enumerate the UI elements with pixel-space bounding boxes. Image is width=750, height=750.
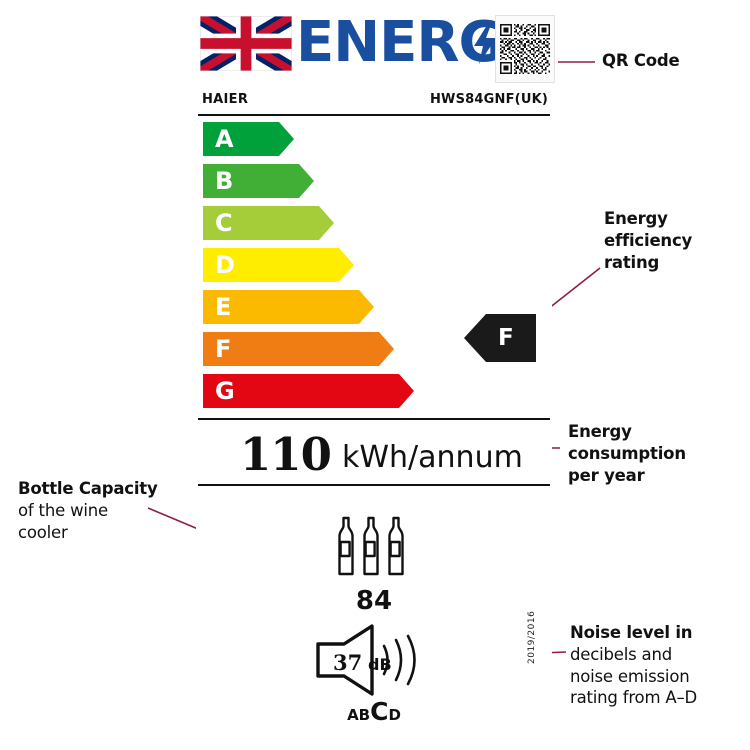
annotation-efficiency-line3: rating xyxy=(604,252,660,272)
noise-value: 37 xyxy=(333,650,363,675)
scale-bar-f: F xyxy=(203,332,394,366)
scale-letter-b: B xyxy=(215,167,234,195)
scale-letter-a: A xyxy=(215,125,234,153)
energy-class-scale: A B C D E F xyxy=(196,122,552,408)
wine-bottles-icon xyxy=(338,516,404,576)
annotation-noise-line1: Noise level in xyxy=(570,623,693,642)
annotation-efficiency-line1: Energy xyxy=(604,209,668,228)
divider-above-consumption xyxy=(198,418,550,420)
speaker-icon xyxy=(316,624,416,696)
annotation-noise-line4: rating from A–D xyxy=(570,688,698,708)
annotation-capacity-line2: of the wine xyxy=(18,500,108,520)
brand-name: HAIER xyxy=(202,92,249,107)
annotation-noise-line2: decibels and xyxy=(570,644,672,664)
annotation-energy-efficiency: Energy efficiency rating xyxy=(604,208,692,273)
lightning-bolt-icon xyxy=(474,22,496,64)
scale-bar-a: A xyxy=(203,122,294,156)
scale-bar-d: D xyxy=(203,248,354,282)
noise-class-scale: ABCD xyxy=(196,697,552,726)
annotation-consumption-line3: per year xyxy=(568,465,645,485)
scale-letter-f: F xyxy=(215,335,232,363)
bottle-capacity-block: 84 xyxy=(196,512,552,620)
scale-bar-e: E xyxy=(203,290,374,324)
qr-code-icon[interactable] xyxy=(495,15,555,83)
consumption-unit: kWh/annum xyxy=(342,440,523,475)
energy-rating-letter: F xyxy=(498,325,514,351)
label-header: ENERG xyxy=(196,10,555,83)
annotation-noise-line3: noise emission xyxy=(570,666,690,686)
energy-consumption-block: 110 kWh/annum xyxy=(196,418,552,490)
annotation-noise-level: Noise level in decibels and noise emissi… xyxy=(570,622,697,709)
scale-bar-c: C xyxy=(203,206,334,240)
brand-row: HAIER HWS84GNF(UK) xyxy=(198,92,550,114)
annotation-efficiency-line2: efficiency xyxy=(604,230,693,250)
consumption-value: 110 xyxy=(240,428,332,481)
model-name: HWS84GNF(UK) xyxy=(429,92,548,107)
noise-unit: dB xyxy=(368,655,392,674)
uk-flag-icon xyxy=(200,16,292,71)
noise-class-suffix: D xyxy=(388,706,401,724)
bottle-capacity-value: 84 xyxy=(355,586,393,616)
annotation-capacity-line3: cooler xyxy=(18,522,68,542)
scale-letter-e: E xyxy=(215,293,232,321)
divider-top xyxy=(198,114,550,116)
annotation-qr-code-line1: QR Code xyxy=(602,51,680,70)
scale-bar-b: B xyxy=(203,164,314,198)
annotation-qr-code: QR Code xyxy=(602,50,680,72)
annotation-energy-consumption: Energy consumption per year xyxy=(568,421,686,486)
divider-below-consumption xyxy=(198,484,550,486)
annotation-capacity-line1: Bottle Capacity xyxy=(18,479,158,498)
energy-wordmark: ENERG xyxy=(296,10,504,75)
annotation-consumption-line1: Energy xyxy=(568,422,632,441)
noise-level-block: 37 dB ABCD xyxy=(196,624,552,728)
scale-letter-c: C xyxy=(215,209,233,237)
scale-letter-g: G xyxy=(215,377,235,405)
energy-label-card: ENERG xyxy=(196,4,555,730)
annotation-bottle-capacity: Bottle Capacity of the wine cooler xyxy=(18,478,158,543)
regulation-reference: 2019/2016 xyxy=(527,610,537,664)
scale-bar-g: G xyxy=(203,374,414,408)
annotation-consumption-line2: consumption xyxy=(568,443,686,463)
energy-rating-badge: F xyxy=(464,314,536,362)
scale-letter-d: D xyxy=(215,251,235,279)
noise-class-value: C xyxy=(370,697,389,726)
noise-class-prefix: AB xyxy=(347,706,371,724)
